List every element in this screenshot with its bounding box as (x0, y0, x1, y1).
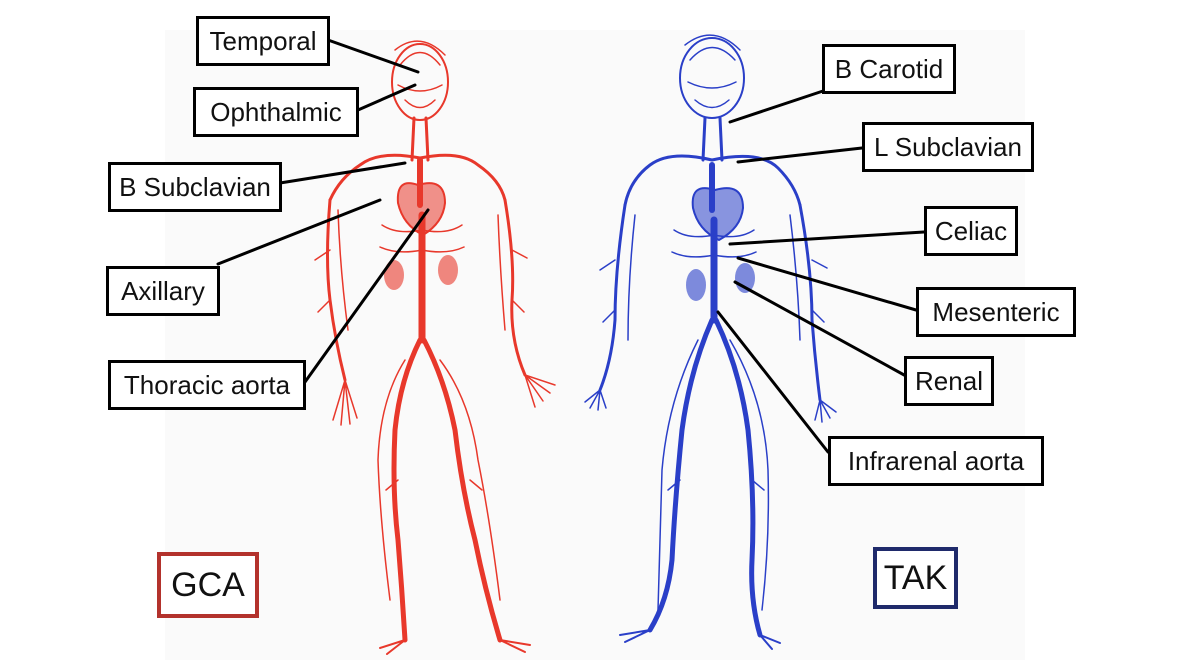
leader-line-thoracic-aorta (303, 208, 430, 384)
label-infrarenal-aorta: Infrarenal aorta (828, 436, 1044, 486)
label-axillary: Axillary (106, 266, 220, 316)
label-ophthalmic: Ophthalmic (193, 87, 359, 137)
leader-line-renal (733, 280, 908, 378)
leader-line-b-subclavian (278, 161, 407, 185)
leader-line-mesenteric (736, 256, 918, 312)
label-renal: Renal (904, 356, 994, 406)
label-mesenteric: Mesenteric (916, 287, 1076, 337)
label-celiac: Celiac (924, 206, 1018, 256)
label-thoracic-aorta: Thoracic aorta (108, 360, 306, 410)
leader-line-infrarenal-aorta (716, 310, 830, 454)
tag-gca: GCA (157, 552, 259, 618)
leader-line-l-subclavian (736, 146, 864, 164)
leader-line-b-carotid (728, 88, 828, 124)
leader-line-celiac (728, 230, 926, 246)
tag-tak: TAK (873, 547, 958, 609)
leader-line-temporal (326, 38, 420, 74)
label-b-subclavian: B Subclavian (108, 162, 282, 212)
label-l-subclavian: L Subclavian (862, 122, 1034, 172)
label-b-carotid: B Carotid (822, 44, 956, 94)
label-temporal: Temporal (196, 16, 330, 66)
leader-line-ophthalmic (356, 83, 417, 112)
leader-line-axillary (216, 198, 382, 266)
